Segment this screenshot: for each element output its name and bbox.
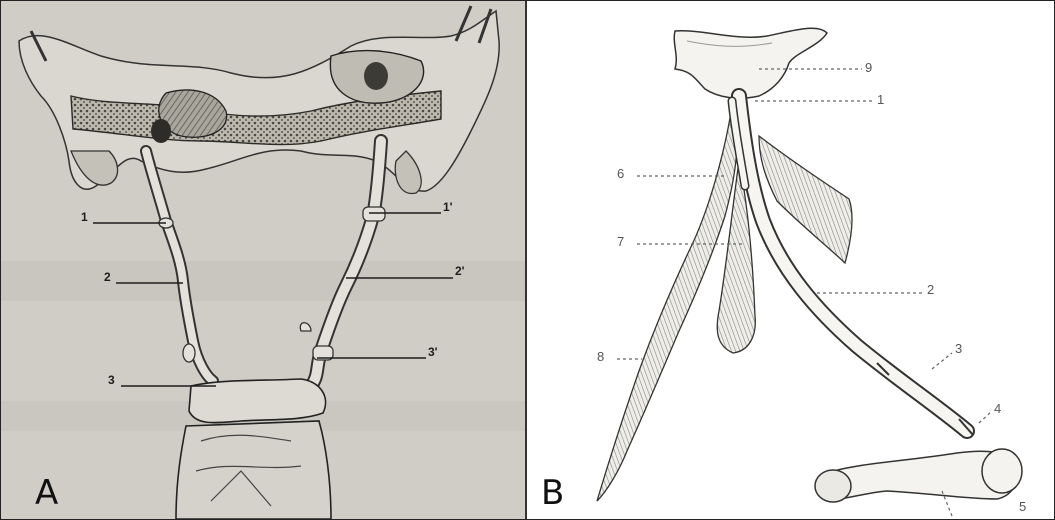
bottom-bone — [176, 379, 331, 519]
panel-a-illustration — [1, 1, 525, 519]
label-b-6: 6 — [617, 166, 624, 181]
label-a-1-prime: 1' — [443, 200, 453, 214]
label-a-2: 2 — [104, 270, 111, 284]
panel-letter-a: A — [35, 473, 58, 513]
label-a-2-prime: 2' — [455, 264, 465, 278]
panel-b-illustration — [527, 1, 1054, 519]
panel-a: 1 2 3 1' 2' 3' A — [1, 1, 527, 519]
label-b-4: 4 — [994, 401, 1001, 416]
label-a-1: 1 — [81, 210, 88, 224]
panel-letter-b: B — [541, 473, 564, 513]
label-b-8: 8 — [597, 349, 604, 364]
label-b-1: 1 — [877, 92, 884, 107]
label-b-2: 2 — [927, 282, 934, 297]
label-b-5: 5 — [1019, 499, 1026, 514]
label-a-3-prime: 3' — [428, 345, 438, 359]
label-b-9: 9 — [865, 60, 872, 75]
label-b-3: 3 — [955, 341, 962, 356]
top-bone — [674, 28, 827, 98]
label-b-7: 7 — [617, 234, 624, 249]
panel-b: 9 1 6 7 2 3 8 4 5 B — [527, 1, 1054, 519]
label-a-3: 3 — [108, 373, 115, 387]
